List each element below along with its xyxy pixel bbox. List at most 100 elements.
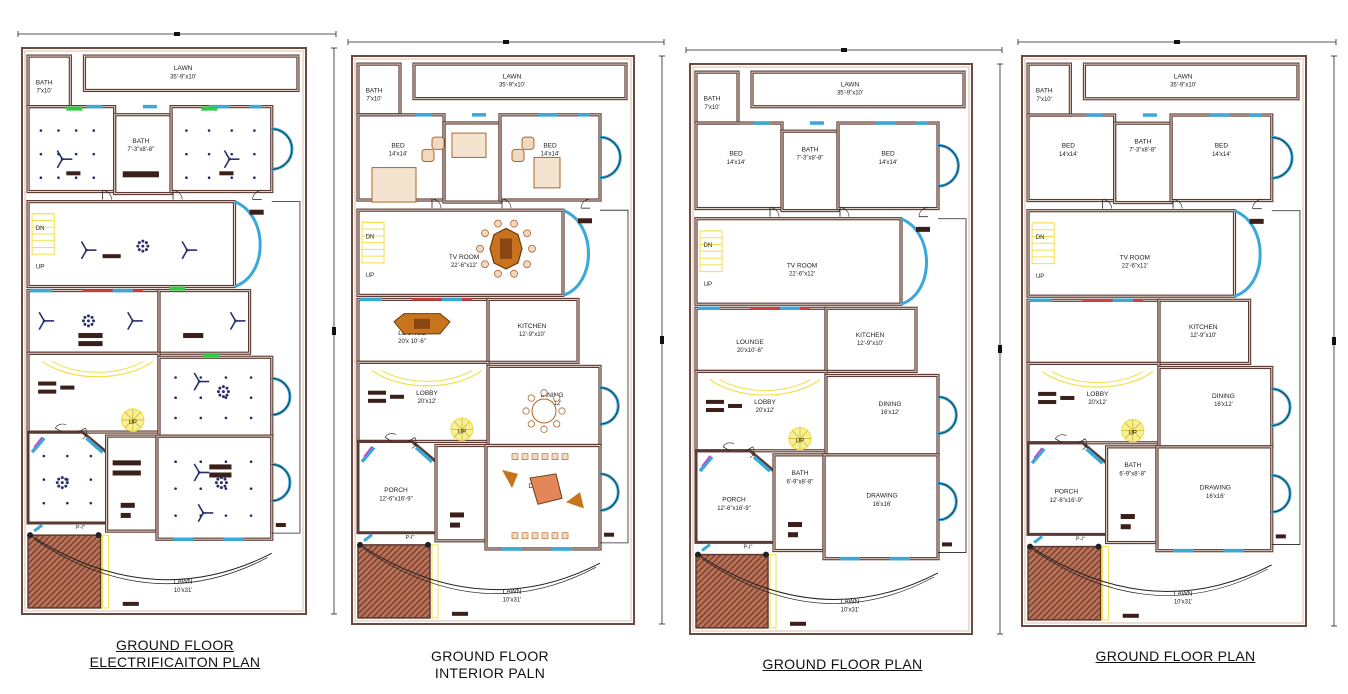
caption-line: GROUND FLOOR: [116, 637, 234, 653]
chandelier-bulb: [219, 486, 223, 490]
ceiling-fan-icon: [80, 241, 97, 260]
fan-hub: [201, 511, 205, 515]
room-label: BED: [1062, 143, 1076, 150]
door-swing: [1078, 438, 1087, 451]
room-label: TV ROOM: [1120, 255, 1150, 262]
downlight: [57, 176, 60, 180]
fixture-block: [452, 611, 468, 616]
room-label: LOBBY: [416, 390, 438, 397]
caption-line: GROUND FLOOR PLAN: [762, 656, 923, 672]
sofa-seat: [510, 269, 518, 278]
spiral-step: [132, 411, 141, 421]
downlight: [174, 460, 177, 464]
fixture-block: [249, 209, 264, 215]
chandelier-bulb: [86, 324, 90, 328]
bath-low-wall-inner: [773, 454, 825, 552]
downlight: [39, 152, 43, 156]
downlight: [66, 478, 69, 481]
bay-window: [937, 395, 958, 435]
room-label: LAWN: [841, 81, 860, 88]
sofa-seat: [523, 229, 531, 238]
downlight: [224, 514, 228, 517]
fixture-block: [112, 470, 141, 476]
downlight: [174, 376, 177, 379]
stair-up-label: UP: [36, 264, 44, 270]
downlight: [249, 376, 253, 379]
plot-boundary-inner: [1024, 58, 1304, 624]
fan-hub: [197, 471, 201, 474]
room-label: 6'-9"x8'-8": [787, 479, 814, 485]
room-label: LOUNGE: [736, 339, 764, 346]
dining-chair: [522, 407, 530, 415]
kitchen-wall-inner: [487, 298, 579, 363]
drawing-wall-inner: [485, 444, 601, 550]
drawing-wall: [155, 434, 274, 541]
stair-outline: [1031, 222, 1055, 265]
fixture-block: [1275, 534, 1286, 539]
door-arc: [749, 446, 755, 458]
spiral-step: [791, 438, 801, 447]
dimension-mark: [660, 336, 664, 344]
dining-chair: [540, 425, 548, 433]
tv-room-wall: [356, 208, 565, 297]
room-label: PORCH: [722, 497, 746, 504]
pp-label: P-I": [1076, 537, 1085, 543]
drawing-chair: [511, 453, 519, 460]
drawing-chair: [531, 532, 539, 540]
room-label: LAWN: [1174, 590, 1193, 597]
window: [752, 455, 772, 473]
bay-window-outline: [271, 378, 291, 416]
downlight: [224, 396, 228, 400]
fixture-block: [1060, 395, 1075, 400]
room-label: 35'-9"x10': [837, 91, 863, 97]
sofa-seat: [481, 260, 489, 269]
lounge-rug-center: [414, 318, 430, 329]
bay-window-outline: [1271, 474, 1291, 513]
lawn-curve: [697, 554, 939, 600]
room-label: BED: [881, 151, 895, 158]
lobby-arc-yellow: [371, 369, 483, 387]
service-line: [271, 201, 301, 534]
downlight: [174, 514, 177, 517]
downlight: [74, 129, 78, 132]
door-swing: [722, 442, 735, 452]
sofa-seat: [494, 269, 502, 278]
room-label: 12'-9"x10': [519, 332, 545, 338]
bath-mid-wall: [113, 113, 173, 196]
door-swing: [407, 437, 417, 449]
spiral-step: [132, 419, 141, 429]
room-label: 22'-6"x12': [1122, 264, 1148, 270]
downlight: [185, 152, 188, 156]
spiral-step: [461, 429, 471, 438]
bay-window-outline: [937, 482, 957, 521]
pp-label: P-I": [744, 545, 753, 551]
downlight: [199, 460, 203, 464]
bed-right-wall-inner: [837, 122, 939, 210]
drawing-chair: [551, 453, 559, 460]
chandelier-bulb: [214, 481, 218, 485]
fixture-block: [120, 512, 131, 518]
chandelier-icon: [216, 385, 230, 399]
chair: [521, 136, 535, 150]
door-arc: [82, 427, 87, 440]
lawn-curve: [1033, 550, 1268, 596]
room-label: 12'-9"x10': [857, 341, 883, 347]
lawn-top-wall: [750, 70, 966, 109]
stair-outline: [31, 213, 55, 255]
chandelier-bulb: [218, 393, 222, 397]
room-label: KITCHEN: [1189, 324, 1218, 331]
chandelier-bulb: [224, 481, 228, 485]
sofa-seat: [494, 219, 502, 228]
fan-blade: [229, 311, 237, 322]
post-dot: [1095, 543, 1102, 550]
downlight: [249, 396, 253, 400]
chandelier-bulb: [81, 319, 85, 323]
downlight: [174, 487, 177, 490]
fan-blade: [223, 150, 231, 160]
gate-light: [363, 533, 373, 543]
downlight: [174, 396, 177, 400]
ceiling-fan-icon: [197, 503, 214, 522]
room-label: KITCHEN: [856, 332, 885, 339]
room-label: BED: [391, 142, 405, 149]
ceiling-fan-icon: [56, 150, 73, 169]
